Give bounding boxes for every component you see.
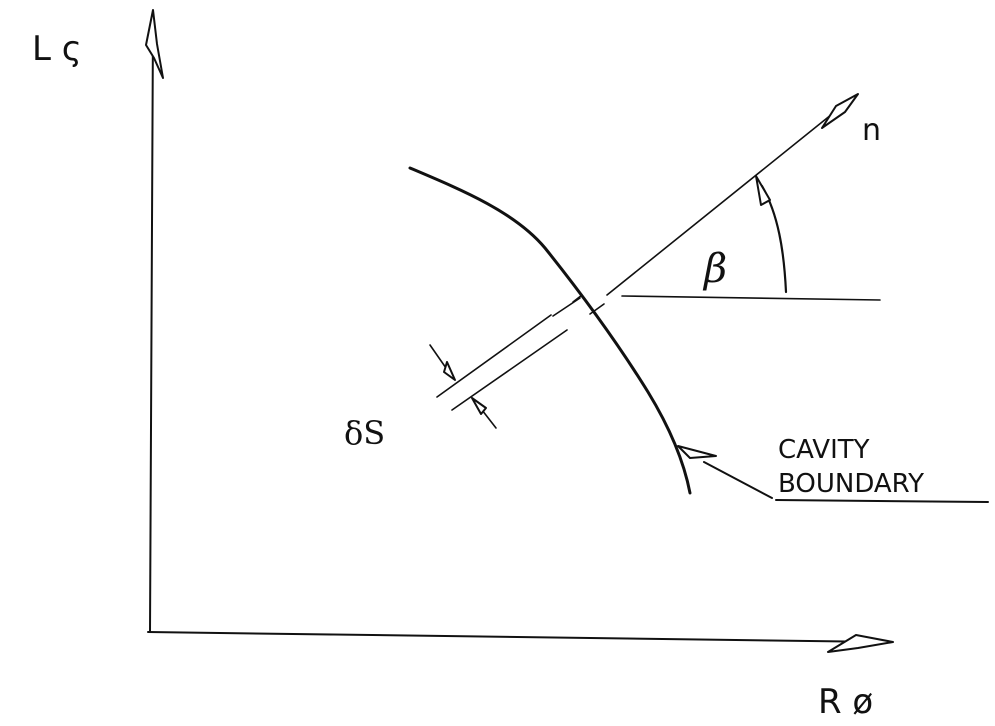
strip-line-gap-lower <box>589 303 605 315</box>
horizontal-axis-arrowhead <box>827 634 894 653</box>
thickness-arrow-top-head <box>443 361 456 381</box>
horizontal-axis-label: R ø <box>818 682 873 722</box>
thickness-arrow-bottom-head <box>471 397 487 415</box>
angle-arc-arrowhead <box>755 175 771 206</box>
angle-label: β <box>702 246 727 292</box>
strip-line-gap-upper <box>572 294 583 303</box>
strip-line-lower <box>451 329 568 411</box>
boundary-label-line2: BOUNDARY <box>778 469 924 499</box>
angle-reference-line <box>621 295 881 301</box>
thickness-arrow-bottom-shaft <box>481 409 497 429</box>
cavity-boundary-curve <box>408 166 692 495</box>
thickness-arrow-top-shaft <box>429 344 447 369</box>
boundary-label-line1: CAVITY <box>778 435 870 465</box>
vertical-axis-label: L ς <box>32 29 82 69</box>
boundary-leader-arrowhead <box>677 445 717 459</box>
vertical-axis-arrowhead <box>145 9 164 79</box>
normal-line-upper <box>606 97 853 296</box>
strip-line-upper <box>436 314 552 398</box>
thickness-label: δS <box>344 414 385 452</box>
horizontal-axis-line <box>147 631 886 643</box>
boundary-leader-line <box>703 461 773 499</box>
normal-label: n <box>862 113 881 148</box>
boundary-leader-underline <box>775 499 989 503</box>
normal-arrowhead <box>821 93 859 129</box>
vertical-axis-line <box>149 19 154 633</box>
